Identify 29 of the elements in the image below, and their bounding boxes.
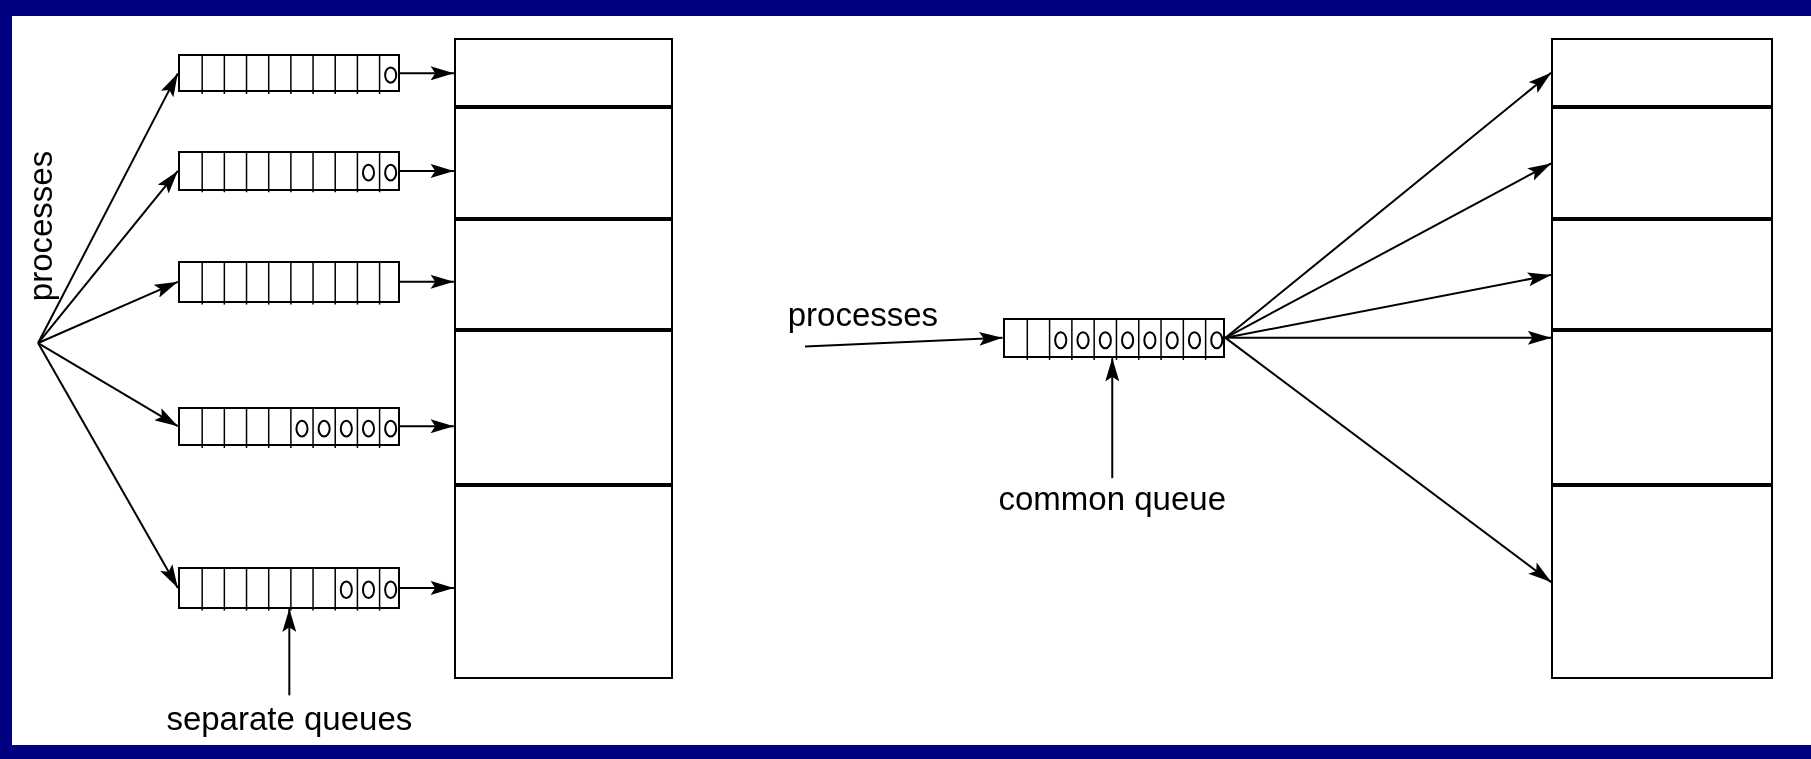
- processes-label: processes: [23, 150, 57, 301]
- partition-box: [1551, 38, 1773, 108]
- arrow: [37, 280, 179, 345]
- partition-box: [453, 219, 674, 331]
- arrow: [37, 169, 179, 345]
- arrow: [1224, 336, 1553, 584]
- partition-box: [1551, 219, 1773, 331]
- partition-box: [453, 485, 674, 680]
- arrow: [398, 419, 455, 434]
- processes-label: processes: [787, 298, 939, 331]
- partition-box: [453, 107, 674, 220]
- leader-arrow: [282, 607, 297, 697]
- leader-arrow: [1105, 357, 1120, 480]
- arrow: [398, 163, 455, 178]
- arrow: [1224, 330, 1553, 345]
- arrow: [1224, 71, 1553, 339]
- arrow: [398, 580, 455, 595]
- queue-label: separate queues: [166, 701, 413, 735]
- queue-label: common queue: [998, 482, 1226, 516]
- partition-box: [1551, 330, 1773, 486]
- partition-box: [453, 330, 674, 486]
- arrow: [398, 274, 455, 289]
- partition-box: [453, 38, 674, 108]
- partition-box: [1551, 485, 1773, 680]
- arrow: [398, 66, 455, 81]
- partition-box: [1551, 107, 1773, 220]
- arrow: [804, 331, 1004, 348]
- arrow: [37, 342, 179, 589]
- arrow: [37, 342, 179, 428]
